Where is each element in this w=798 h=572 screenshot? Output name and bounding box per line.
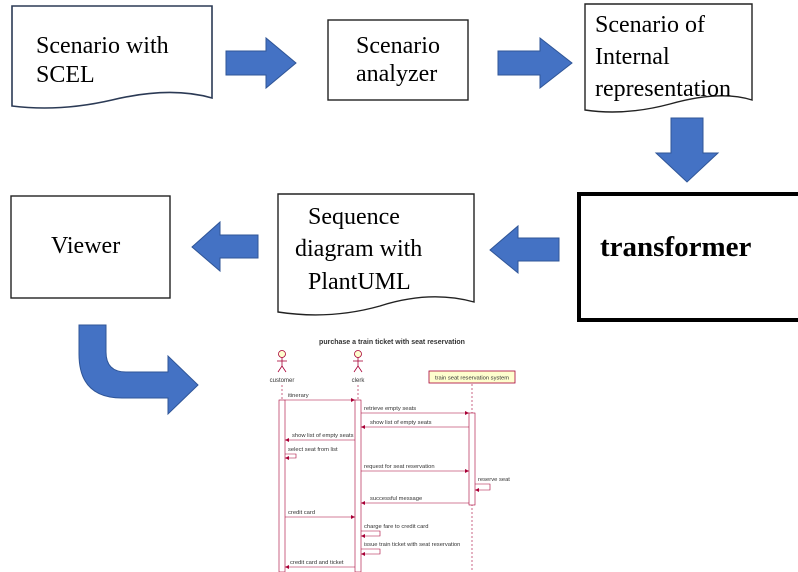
msg-label-5: select seat from list: [288, 447, 338, 453]
activation-clerk: [354, 399, 362, 572]
msg-line-7: [475, 483, 491, 491]
transformer-box: transformer: [577, 192, 798, 322]
arrow-internal-to-transformer: [654, 117, 720, 183]
scel-line-2: SCEL: [36, 62, 95, 88]
actor-customer-label: customer: [270, 378, 295, 384]
plantuml-line-2: diagram with: [295, 236, 422, 262]
actor-clerk: [353, 350, 363, 373]
msg-label-9: credit card: [288, 510, 315, 516]
analyzer-line-2: analyzer: [356, 61, 437, 87]
plantuml-line-3: PlantUML: [308, 269, 411, 295]
internal-line-2: Internal: [595, 44, 670, 70]
internal-line-1: Scenario of: [595, 12, 705, 38]
msg-label-7: reserve seat: [478, 477, 510, 483]
viewer-box: Viewer: [10, 195, 171, 299]
msg-label-4: show list of empty seats: [292, 433, 354, 439]
msg-label-12: credit card and ticket: [290, 560, 344, 566]
msg-label-8: successful message: [370, 496, 422, 502]
msg-label-1: itinerary: [288, 393, 309, 399]
system-participant-label: train seat reservation system: [435, 376, 509, 382]
scel-line-1: Scenario with: [36, 33, 169, 59]
activation-customer: [278, 399, 286, 572]
arrow-analyzer-to-internal: [497, 36, 573, 90]
actor-clerk-label: clerk: [352, 378, 366, 384]
msg-label-11: issue train ticket with seat reservation: [364, 542, 460, 548]
transformer-label: transformer: [600, 231, 752, 263]
arrow-scel-to-analyzer: [225, 36, 297, 90]
sequence-diagram: purchase a train ticket with seat reserv…: [270, 339, 516, 572]
msg-label-2: retrieve empty seats: [364, 406, 416, 412]
viewer-label: Viewer: [51, 233, 120, 259]
msg-label-6: request for seat reservation: [364, 464, 435, 470]
activation-system: [468, 412, 476, 506]
scenario-internal-document: Scenario of Internal representation: [584, 3, 753, 113]
msg-label-10: charge fare to credit card: [364, 524, 428, 530]
plantuml-line-1: Sequence: [308, 204, 400, 230]
arrow-plantuml-to-viewer: [191, 220, 259, 273]
msg-line-5: [285, 453, 297, 459]
msg-line-10: [361, 530, 381, 537]
arrow-viewer-to-sequence: [78, 324, 199, 416]
internal-line-3: representation: [595, 76, 731, 102]
system-participant-box: [428, 370, 516, 384]
analyzer-line-1: Scenario: [356, 33, 440, 59]
msg-label-3: show list of empty seats: [370, 420, 432, 426]
actor-customer: [277, 350, 287, 373]
arrow-transformer-to-plantuml: [489, 224, 560, 275]
sequence-title: purchase a train ticket with seat reserv…: [319, 339, 465, 346]
msg-line-11: [361, 548, 381, 555]
